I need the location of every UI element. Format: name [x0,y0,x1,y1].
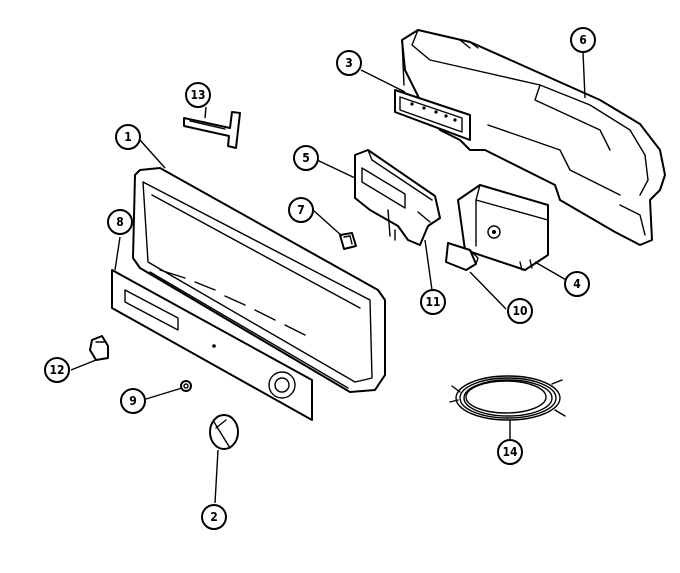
wire-harness-part-14 [449,375,566,421]
callout-1: 1 [115,124,141,150]
svg-text:6: 6 [579,33,587,47]
indicator-part-12 [89,335,109,361]
callout-10: 10 [507,298,533,324]
svg-text:13: 13 [190,88,205,102]
console-panel-part-1 [132,167,386,393]
button-part-9 [180,380,192,392]
switch-board-part-3 [394,89,471,141]
callout-7: 7 [288,197,314,223]
callout-9: 9 [120,388,146,414]
svg-text:3: 3 [345,56,353,70]
svg-text:14: 14 [502,445,518,459]
dispenser-housing-part-5 [354,149,441,246]
svg-text:2: 2 [210,510,218,524]
svg-text:11: 11 [425,295,440,309]
callout-4: 4 [564,271,590,297]
bracket-part-13 [183,111,241,149]
svg-text:4: 4 [573,277,581,291]
leader-lines [70,51,586,504]
svg-text:9: 9 [129,394,137,408]
svg-text:1: 1 [124,130,132,144]
svg-text:7: 7 [297,203,305,217]
callout-8: 8 [107,209,133,235]
small-switch-part-7 [339,232,357,250]
callout-13: 13 [185,82,211,108]
callout-5: 5 [293,145,319,171]
svg-text:8: 8 [116,215,124,229]
console-housing-part-6 [401,29,666,246]
svg-text:12: 12 [49,363,64,377]
callout-2: 2 [201,504,227,530]
callout-11: 11 [420,289,446,315]
svg-text:10: 10 [512,304,527,318]
control-facia-part-8 [111,269,313,421]
svg-text:5: 5 [302,151,310,165]
callout-12: 12 [44,357,70,383]
micro-switch-part-10 [445,242,479,271]
knob-part-2 [209,414,239,450]
callout-6: 6 [570,27,596,53]
callout-3: 3 [336,50,362,76]
callout-14: 14 [497,439,523,465]
